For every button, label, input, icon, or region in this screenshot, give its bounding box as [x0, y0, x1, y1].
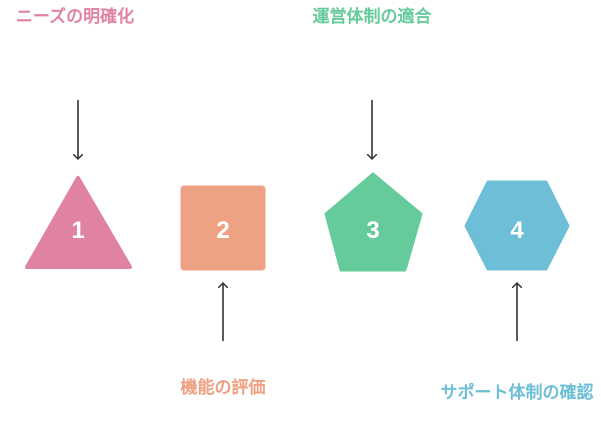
square-shape: [180, 185, 266, 271]
label-operation-fit: 運営体制の適合: [312, 7, 432, 27]
label-support-check: サポート体制の確認: [440, 383, 594, 403]
step-number-4: 4: [510, 217, 524, 244]
label-function-evaluation: 機能の評価: [180, 378, 266, 398]
triangle-shape: [25, 176, 132, 269]
step-number-3: 3: [366, 217, 379, 244]
pentagon-shape: [324, 172, 423, 272]
step-number-2: 2: [216, 217, 229, 244]
hexagon-shape: [464, 180, 570, 271]
label-needs-clarification: ニーズの明確化: [15, 7, 135, 27]
step-number-1: 1: [71, 217, 84, 244]
